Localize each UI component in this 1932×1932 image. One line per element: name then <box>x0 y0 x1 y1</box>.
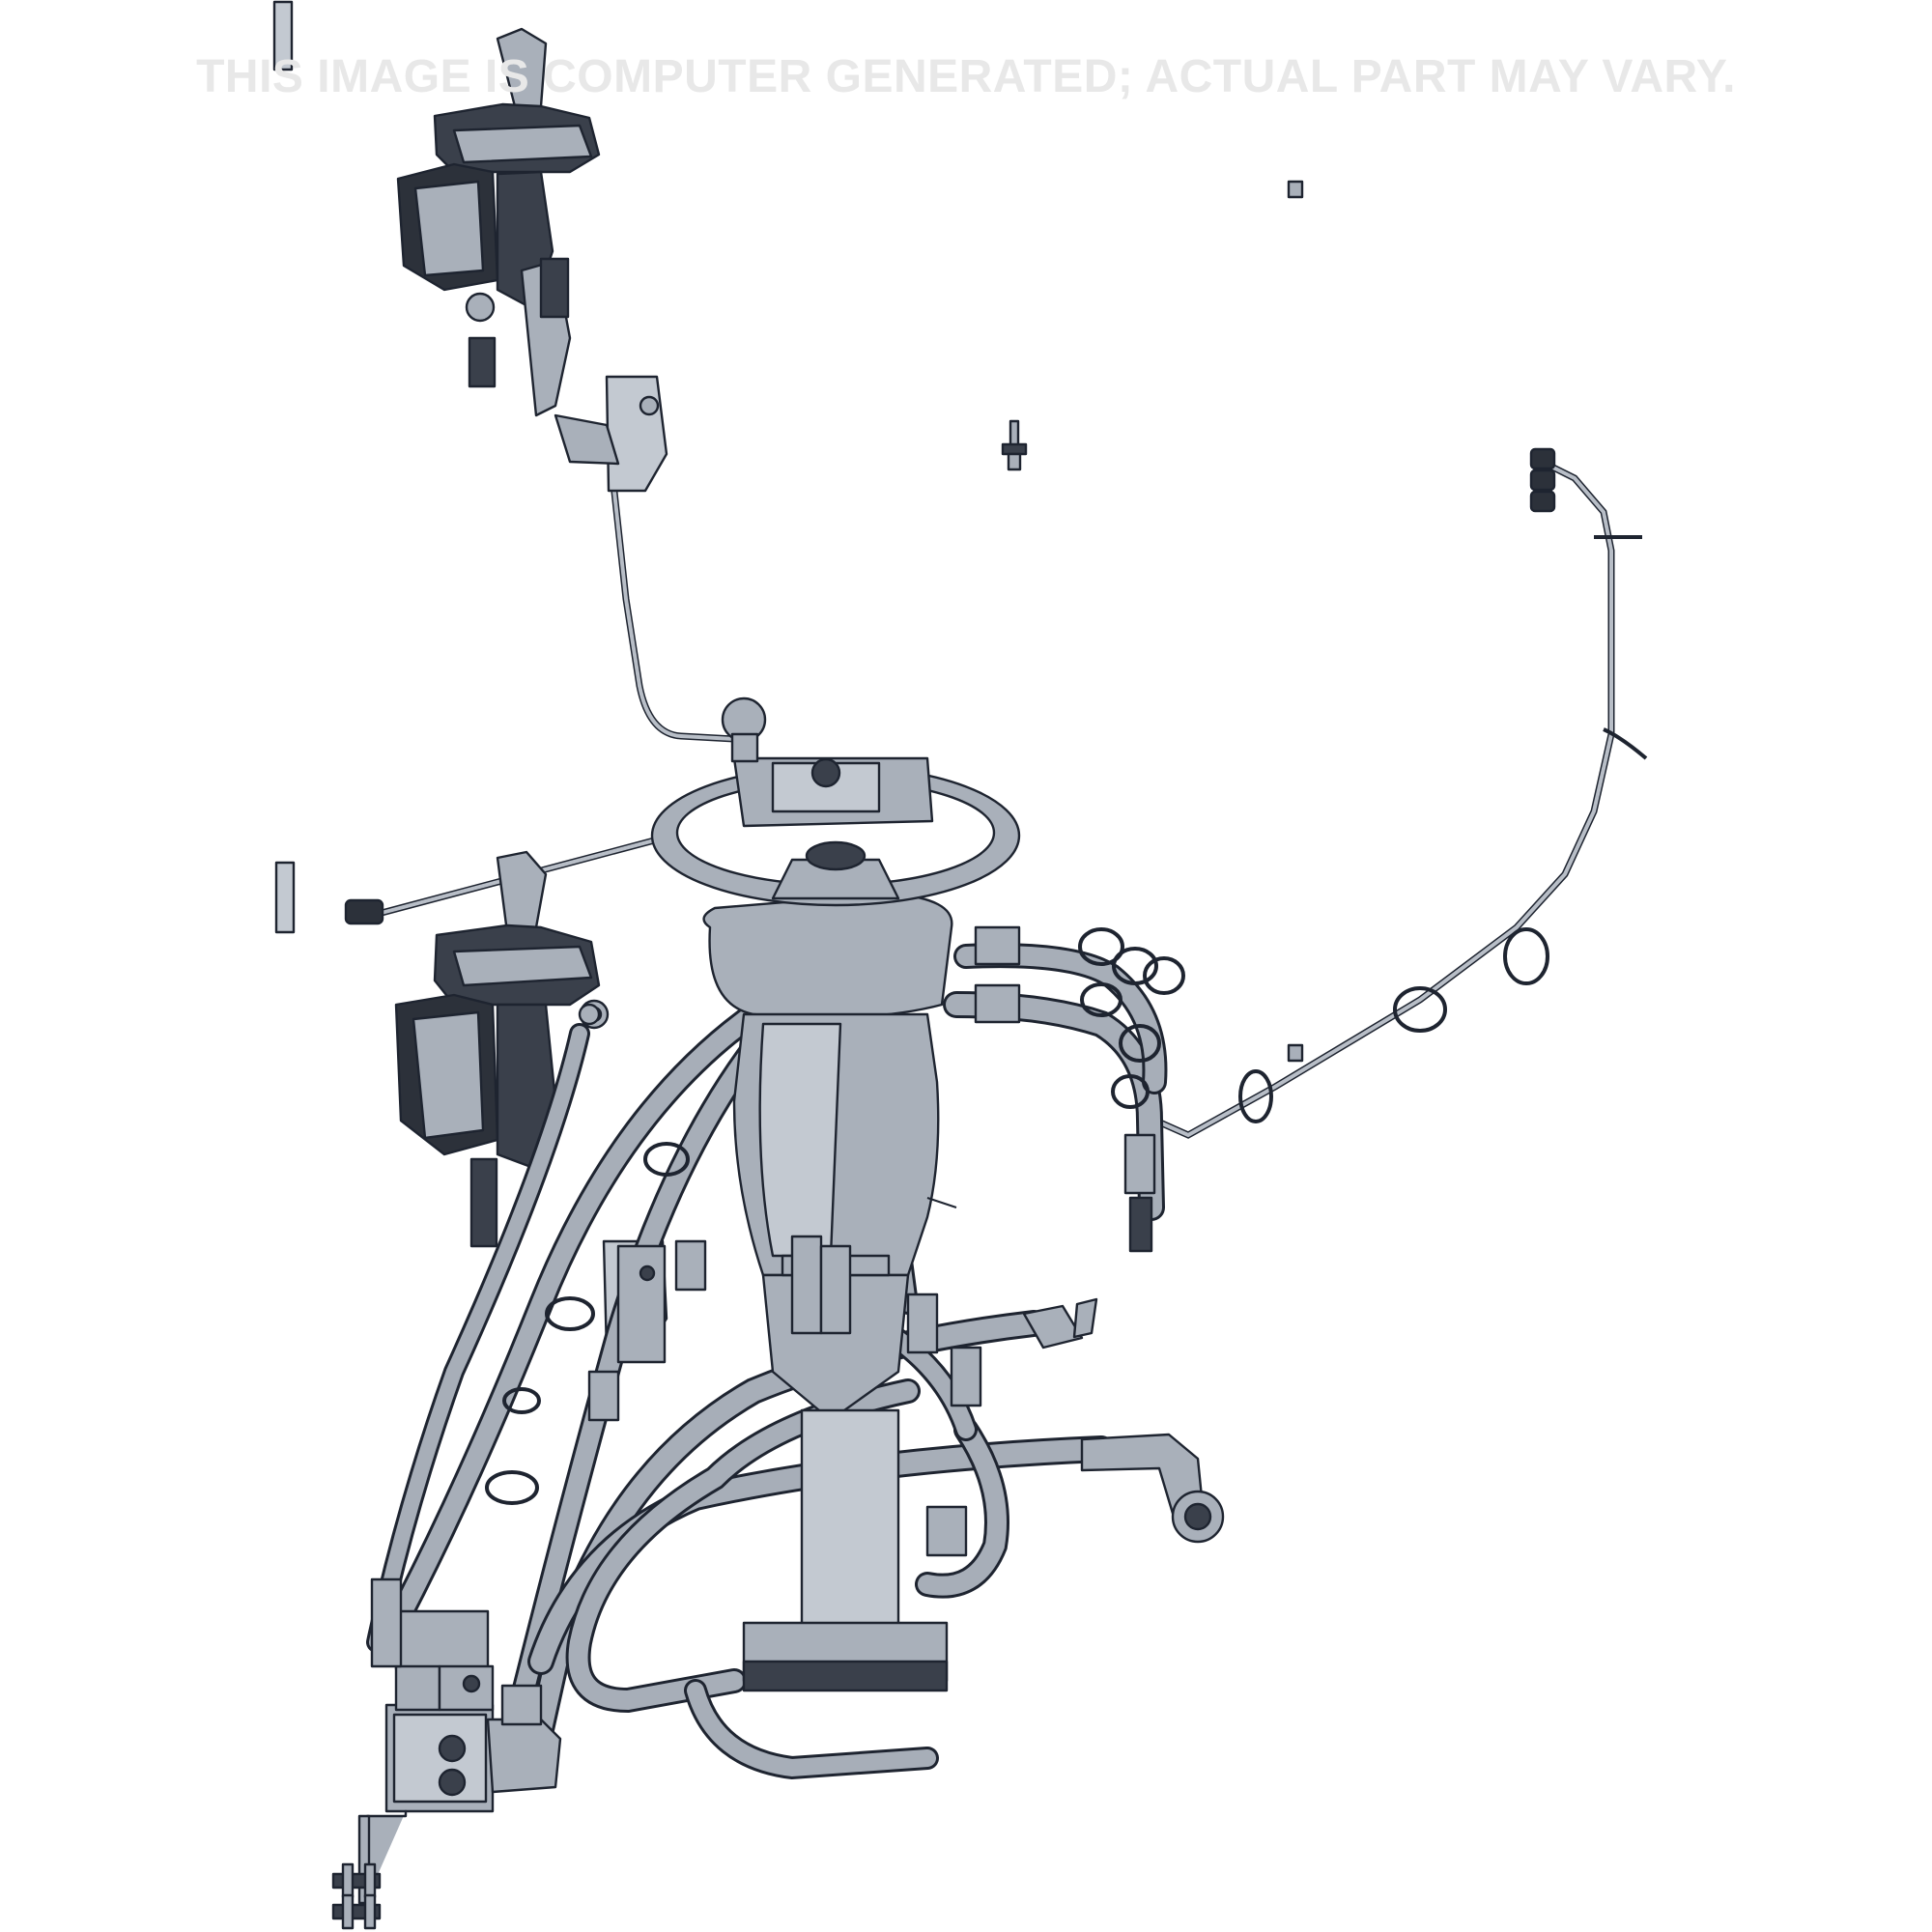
upper-control-cable <box>610 479 738 743</box>
loose-clip-mid-right <box>1287 1043 1304 1063</box>
mounting-bolts <box>331 1862 382 1930</box>
loose-clip-top-right <box>1287 180 1304 199</box>
upper-lever-assembly <box>396 27 668 493</box>
harness-connector-top-right <box>1529 447 1556 513</box>
right-wire-harness <box>1141 447 1648 1139</box>
column-mounting-brackets <box>587 1239 968 1557</box>
control-valve-block <box>331 1577 562 1930</box>
hydraulic-hoses <box>366 943 1168 1780</box>
loose-shim-left <box>274 861 296 934</box>
loose-shim-top <box>272 0 294 71</box>
steering-wheel <box>650 696 1021 907</box>
hose-end-fittings <box>578 925 1225 1544</box>
steering-column <box>702 892 957 1692</box>
loose-bolt <box>1001 419 1028 471</box>
